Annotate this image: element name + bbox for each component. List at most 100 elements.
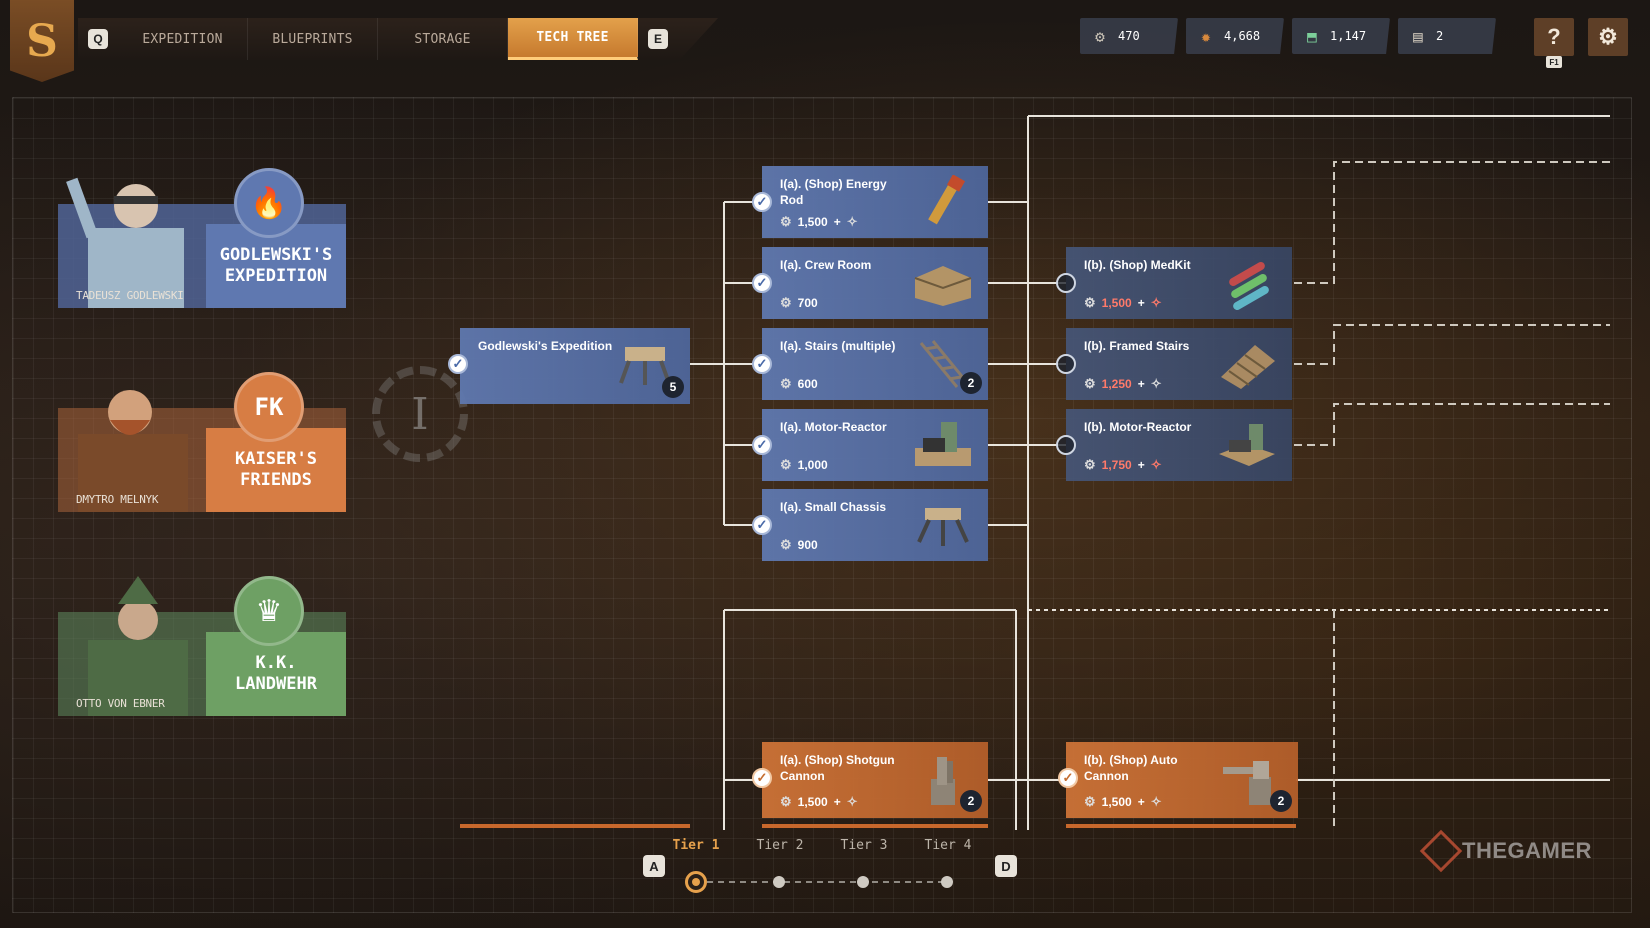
- node-crew-room[interactable]: I(a). Crew Room ⚙700: [762, 247, 988, 319]
- small-chassis-image: [910, 497, 976, 553]
- resource-ammo: ⬒1,147: [1292, 18, 1390, 54]
- faction-name: KAISER'S FRIENDS: [206, 428, 346, 512]
- node-title: I(b). (Shop) Auto Cannon: [1084, 753, 1178, 783]
- node-title: I(a). (Shop) Energy Rod: [780, 177, 887, 207]
- scrap-icon: ⚙: [780, 376, 792, 391]
- unlocked-check-icon: ✓: [752, 515, 772, 535]
- node-medkit[interactable]: I(b). (Shop) MedKit ⚙1,500+✧: [1066, 247, 1292, 319]
- node-motor-reactor-a[interactable]: I(a). Motor-Reactor ⚙1,000: [762, 409, 988, 481]
- tab-tech-tree[interactable]: TECH TREE: [508, 18, 638, 60]
- node-small-chassis[interactable]: I(a). Small Chassis ⚙900: [762, 489, 988, 561]
- chassis-image: [612, 336, 678, 392]
- fk-emblem-icon: FK: [234, 372, 304, 442]
- count-badge: 2: [960, 790, 982, 812]
- unlocked-check-icon: ✓: [752, 273, 772, 293]
- key-hint-a[interactable]: A: [643, 855, 665, 877]
- node-cost: ⚙1,500+✧: [1084, 295, 1162, 310]
- node-energy-rod[interactable]: I(a). (Shop) Energy Rod ⚙1,500+✧: [762, 166, 988, 238]
- scrap-icon: ⚙: [780, 537, 792, 552]
- scrap-icon: ⚙: [1095, 26, 1105, 46]
- scrap-icon: ⚙: [780, 457, 792, 472]
- main-tabs: Q EXPEDITION BLUEPRINTS STORAGE TECH TRE…: [78, 18, 718, 60]
- count-badge: 2: [1270, 790, 1292, 812]
- key-hint-e: E: [648, 29, 668, 49]
- settings-button[interactable]: ⚙: [1588, 18, 1628, 56]
- scrap-icon: ⚙: [780, 214, 792, 229]
- tier-2-dot[interactable]: [773, 876, 785, 888]
- faction-name: K.K. LANDWEHR: [206, 632, 346, 716]
- node-cost: ⚙600: [780, 376, 818, 391]
- node-shotgun-cannon[interactable]: I(a). (Shop) Shotgun Cannon ⚙1,500+✧ 2: [762, 742, 988, 818]
- node-cost: ⚙1,250+✧: [1084, 376, 1162, 391]
- node-title: I(b). (Shop) MedKit: [1084, 258, 1191, 272]
- node-framed-stairs[interactable]: I(b). Framed Stairs ⚙1,250+✧: [1066, 328, 1292, 400]
- shotgun-cannon-image: [910, 750, 976, 806]
- node-title: Godlewski's Expedition: [478, 339, 613, 353]
- scrap-icon: ⚙: [1084, 295, 1096, 310]
- gears-icon: ✹: [1201, 26, 1211, 46]
- leader-portrait: [58, 372, 208, 512]
- node-auto-cannon[interactable]: I(b). (Shop) Auto Cannon ⚙1,500+✧ 2: [1066, 742, 1298, 818]
- leader-portrait: [58, 168, 208, 308]
- unlocked-check-icon: ✓: [752, 192, 772, 212]
- resource-scrap: ⚙470: [1080, 18, 1178, 54]
- scrap-icon: ⚙: [780, 295, 792, 310]
- locked-ring-icon: [1056, 435, 1076, 455]
- leader-portrait: [58, 576, 208, 716]
- count-badge: 5: [662, 376, 684, 398]
- help-icon: ?: [1547, 24, 1561, 49]
- blueprint-key-icon: ✧: [1150, 794, 1162, 809]
- scrap-icon: ⚙: [1084, 794, 1096, 809]
- key-hint-d[interactable]: D: [995, 855, 1017, 877]
- faction-godlewski[interactable]: GODLEWSKI'S EXPEDITION TADEUSZ GODLEWSKI…: [58, 168, 346, 308]
- auto-cannon-image: [1220, 750, 1286, 806]
- tier-3-label[interactable]: Tier 3: [840, 838, 888, 853]
- node-motor-reactor-b[interactable]: I(b). Motor-Reactor ⚙1,750+✧: [1066, 409, 1292, 481]
- crown-emblem-icon: ♛: [234, 576, 304, 646]
- game-logo: S: [10, 0, 74, 82]
- node-stairs-multiple[interactable]: I(a). Stairs (multiple) ⚙600 2: [762, 328, 988, 400]
- node-cost: ⚙900: [780, 537, 818, 552]
- faction-kk-landwehr[interactable]: K.K. LANDWEHR OTTO VON EBNER ♛: [58, 576, 346, 716]
- watermark: THEGAMER: [1419, 829, 1592, 873]
- faction-kaisers-friends[interactable]: KAISER'S FRIENDS DMYTRO MELNYK FK: [58, 372, 346, 512]
- help-button[interactable]: ?: [1534, 18, 1574, 56]
- tab-expedition[interactable]: EXPEDITION: [118, 18, 248, 60]
- unlocked-check-icon: ✓: [448, 354, 468, 374]
- blueprint-key-icon: ✧: [846, 214, 858, 229]
- energy-rod-image: [910, 174, 976, 230]
- blueprint-key-icon: ✧: [1150, 457, 1162, 472]
- key-hint-q: Q: [88, 29, 108, 49]
- blueprint-key-icon: ✧: [1150, 295, 1162, 310]
- locked-ring-icon: [1056, 354, 1076, 374]
- medkit-image: [1214, 255, 1280, 311]
- crew-room-image: [910, 255, 976, 311]
- node-cost: ⚙1,500+✧: [780, 794, 858, 809]
- tier-4-label[interactable]: Tier 4: [924, 838, 972, 853]
- tier-1-dot[interactable]: [685, 871, 707, 893]
- leader-name: TADEUSZ GODLEWSKI: [76, 289, 184, 302]
- tab-blueprints[interactable]: BLUEPRINTS: [248, 18, 378, 60]
- tier-1-label[interactable]: Tier 1: [672, 838, 720, 853]
- tier-2-label[interactable]: Tier 2: [756, 838, 804, 853]
- unlocked-check-icon: ✓: [752, 354, 772, 374]
- node-title: I(b). Motor-Reactor: [1084, 420, 1192, 434]
- stairs-image: [910, 336, 976, 392]
- blueprint-key-icon: ✧: [846, 794, 858, 809]
- tier-4-dot[interactable]: [941, 876, 953, 888]
- node-title: I(b). Framed Stairs: [1084, 339, 1190, 353]
- motor-reactor-image: [910, 417, 976, 473]
- count-badge: 2: [960, 372, 982, 394]
- node-godlewskis-expedition[interactable]: Godlewski's Expedition 5: [460, 328, 690, 404]
- resource-bar: ⚙470 ✹4,668 ⬒1,147 ▤2: [1080, 18, 1496, 54]
- motor-reactor-b-image: [1214, 417, 1280, 473]
- tab-storage[interactable]: STORAGE: [378, 18, 508, 60]
- node-title: I(a). (Shop) Shotgun Cannon: [780, 753, 895, 783]
- unlocked-check-icon: ✓: [1058, 768, 1078, 788]
- node-cost: ⚙1,500+✧: [1084, 794, 1162, 809]
- tier-3-dot[interactable]: [857, 876, 869, 888]
- node-title: I(a). Stairs (multiple): [780, 339, 896, 353]
- node-title: I(a). Motor-Reactor: [780, 420, 887, 434]
- node-cost: ⚙700: [780, 295, 818, 310]
